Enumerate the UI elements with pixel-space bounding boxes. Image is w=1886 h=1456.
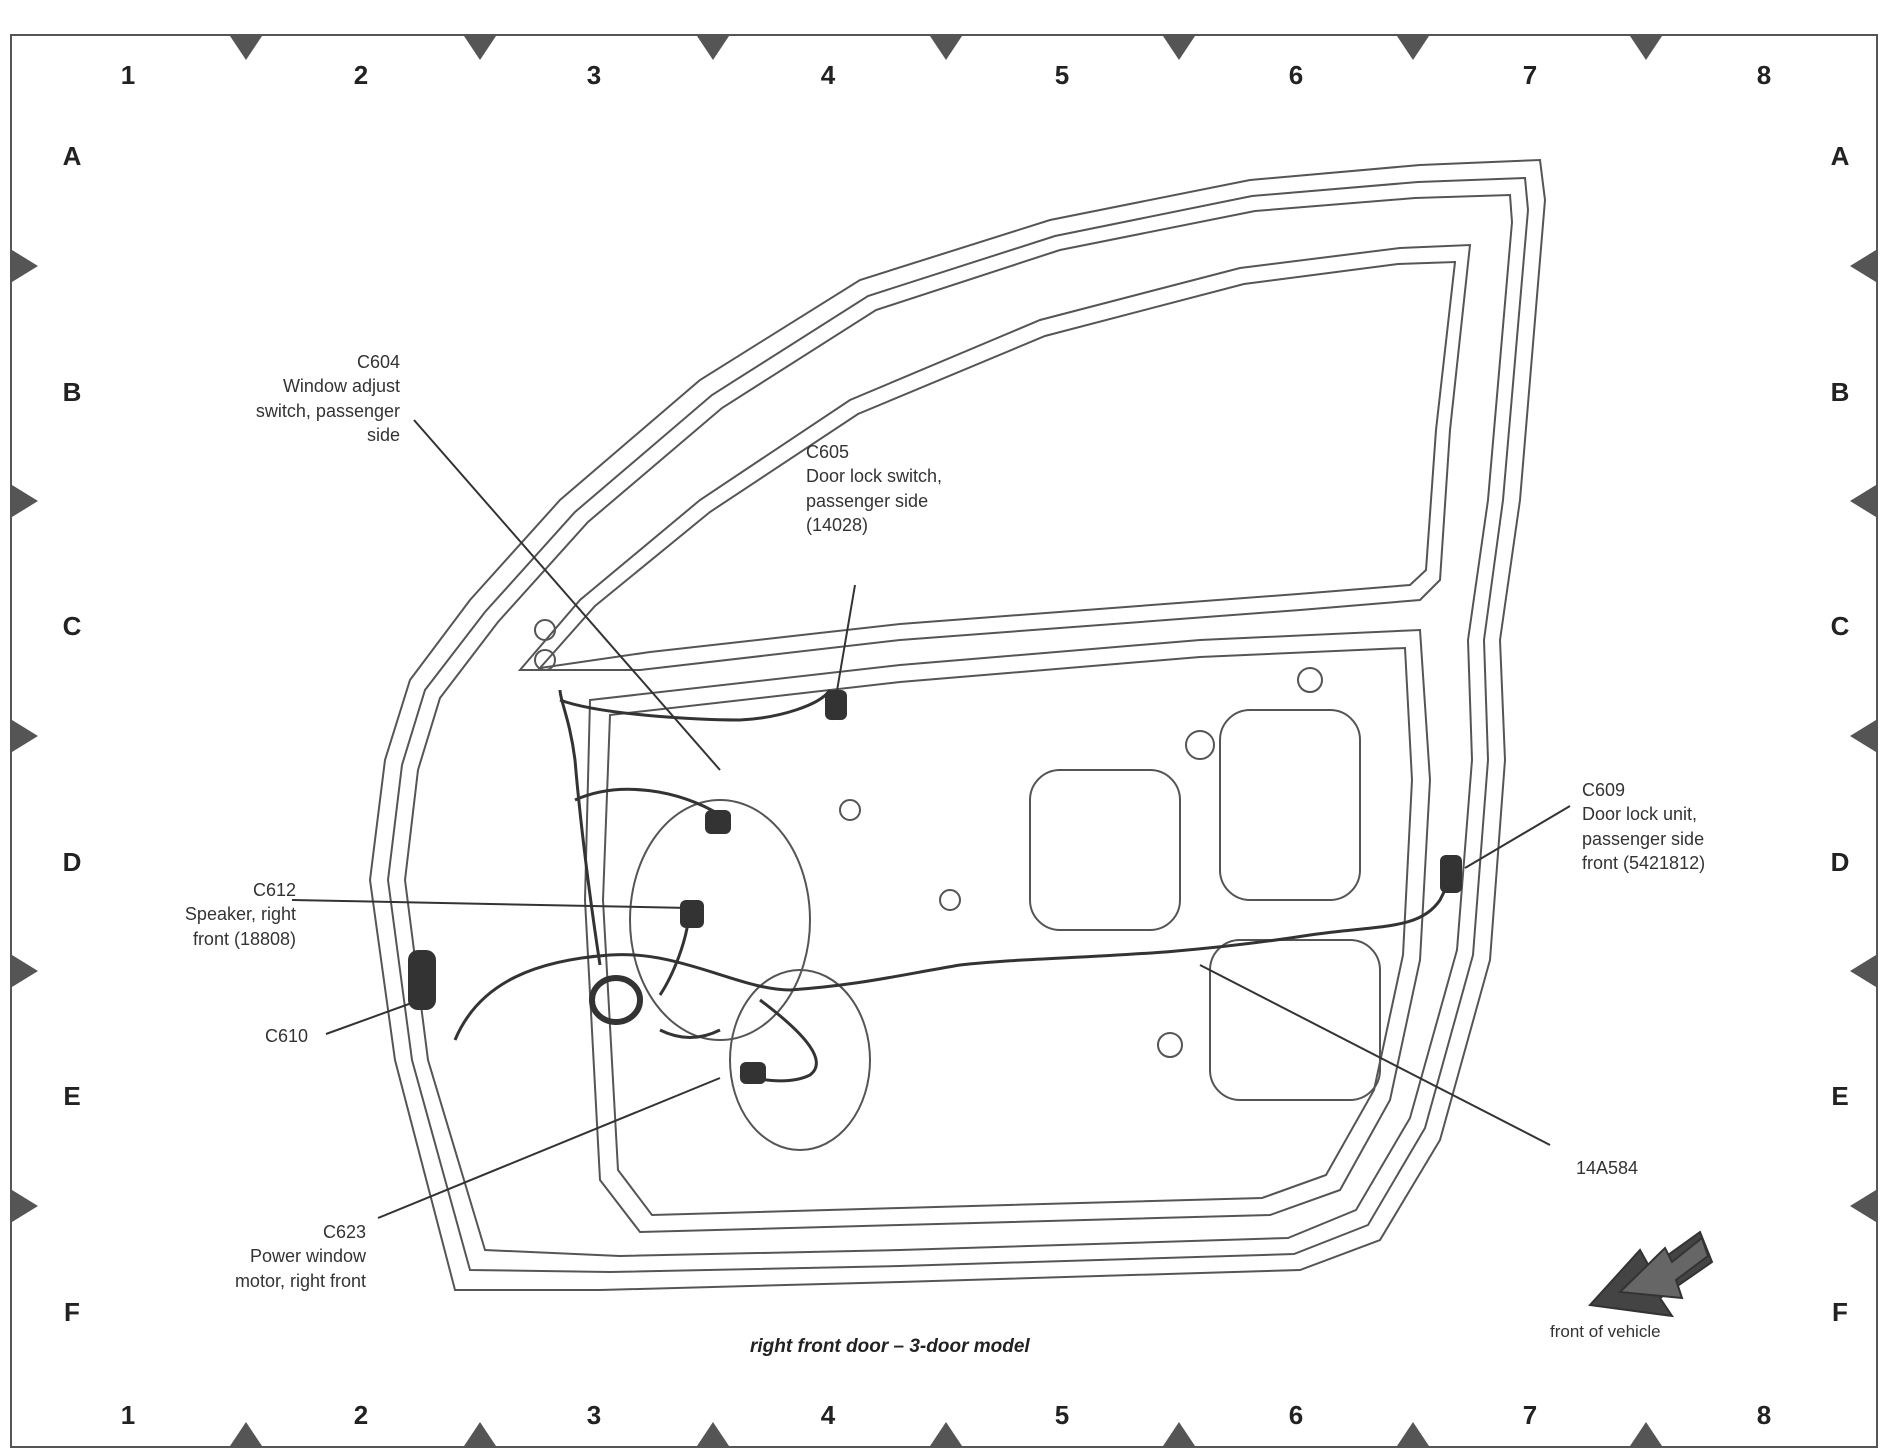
grid-column-label: 3 [586, 60, 602, 90]
grid-column-label: 7 [1522, 60, 1538, 90]
callout-c610: C610 [265, 1024, 308, 1048]
leader-lines [291, 419, 1571, 1219]
grid-column-label: 4 [820, 1400, 836, 1430]
grid-column-label: 8 [1756, 1400, 1772, 1430]
callout-c609-line: Door lock unit, [1582, 804, 1698, 825]
callout-c609-line: C609 [1582, 780, 1626, 800]
callout-c623-line: Power window [249, 1246, 366, 1267]
grid-marker-triangles-top [230, 36, 1662, 60]
connectors [408, 690, 1462, 1084]
callout-c612-line: C612 [252, 880, 296, 900]
callout-c605-line: Door lock switch, [806, 466, 943, 487]
grid-row-label: E [63, 1081, 81, 1111]
callout-c605-line: (14028) [806, 514, 869, 535]
wiring-harness [453, 689, 1462, 1083]
grid-row-label: D [1830, 847, 1850, 877]
callout-c604-line: Window adjust [282, 376, 400, 397]
callout-harness: 14A584 [1576, 1156, 1638, 1180]
callout-c605: C605 Door lock switch, passenger side (1… [806, 440, 942, 537]
grid-column-label: 6 [1288, 60, 1304, 90]
callout-harness-line: 14A584 [1576, 1158, 1639, 1178]
grid-marker-triangles-right [1850, 250, 1876, 1222]
grid-row-label: A [62, 141, 82, 171]
grid-marker-triangles-bottom [230, 1422, 1662, 1446]
grid-column-label: 1 [120, 1400, 136, 1430]
diagram-caption: right front door – 3-door model [750, 1336, 1030, 1357]
callout-c612-line: Speaker, right [184, 904, 296, 925]
grid-column-label: 5 [1054, 60, 1070, 90]
grid-column-label: 2 [353, 60, 369, 90]
callout-c604-line: side [366, 424, 400, 445]
grid-row-label: C [62, 611, 82, 641]
diagram-frame [10, 34, 1878, 1448]
callout-c612: C612 Speaker, right front (18808) [185, 878, 296, 951]
grid-column-label: 8 [1756, 60, 1772, 90]
front-direction-arrow-icon [1587, 1230, 1714, 1318]
grid-row-label: A [1830, 141, 1850, 171]
grid-column-label: 1 [120, 60, 136, 90]
callout-c604-line: C604 [356, 352, 400, 372]
callout-c609: C609 Door lock unit, passenger side fron… [1582, 778, 1705, 875]
callout-c623: C623 Power window motor, right front [235, 1220, 366, 1293]
grid-row-label: F [64, 1297, 80, 1327]
grid-row-label: F [1832, 1297, 1848, 1327]
callout-c609-line: front (5421812) [1582, 852, 1706, 873]
grid-column-label: 4 [820, 60, 836, 90]
grid-row-label: E [1831, 1081, 1849, 1111]
callout-c604-line: switch, passenger [255, 400, 400, 421]
grid-column-label: 7 [1522, 1400, 1538, 1430]
callout-c610-line: C610 [264, 1026, 308, 1046]
grid-column-label: 6 [1288, 1400, 1304, 1430]
grid-marker-triangles-left [12, 250, 38, 1222]
grid-column-label: 2 [353, 1400, 369, 1430]
grid-row-label: D [62, 847, 82, 877]
grid-row-label: B [62, 377, 82, 407]
callout-c605-line: C605 [806, 442, 850, 462]
grid-column-label: 3 [586, 1400, 602, 1430]
callout-c609-line: passenger side [1582, 828, 1705, 849]
callout-c612-line: front (18808) [192, 928, 296, 949]
callout-c605-line: passenger side [806, 490, 929, 511]
callout-c604: C604 Window adjust switch, passenger sid… [256, 350, 400, 447]
door-outline [368, 158, 1547, 1291]
grid-row-label: B [1830, 377, 1850, 407]
grid-column-label: 5 [1054, 1400, 1070, 1430]
callout-c623-line: motor, right front [234, 1270, 366, 1291]
callout-c623-line: C623 [322, 1222, 366, 1242]
front-of-vehicle-label: front of vehicle [1550, 1322, 1661, 1341]
grid-row-label: C [1830, 611, 1850, 641]
